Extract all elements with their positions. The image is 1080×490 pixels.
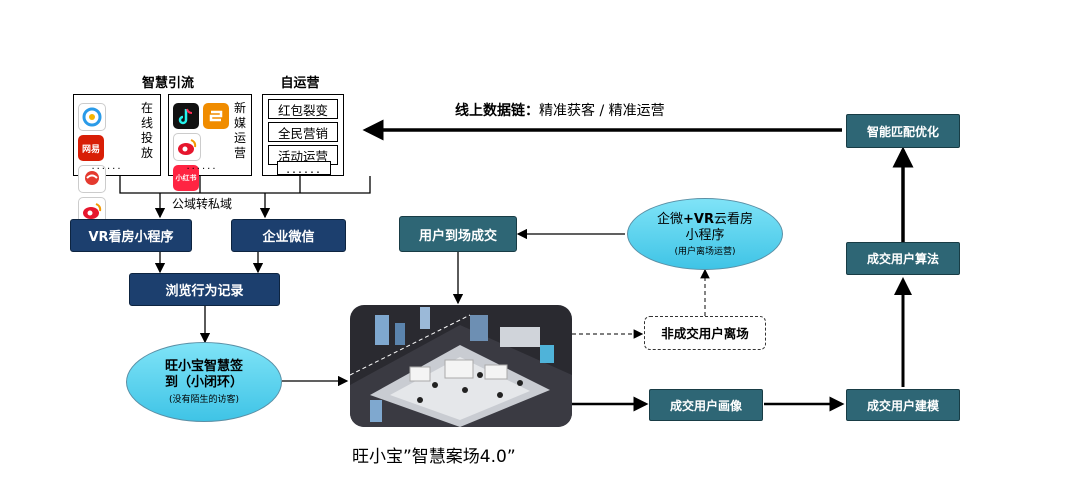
xiaohongshu-icon: 小红书: [173, 165, 199, 191]
public-to-private-label: 公域转私域: [172, 197, 233, 211]
visit-deal-node: 用户到场成交: [399, 216, 517, 252]
smart-match-node: 智能匹配优化: [846, 114, 960, 148]
qq-browser-icon: [78, 103, 106, 131]
new-media-label: 新 媒 运 营: [233, 101, 246, 160]
online-ads-box: 网易 在 线 投 放 ......: [73, 94, 161, 225]
deal-algo-node: 成交用户算法: [846, 242, 960, 275]
self-op-box: 红包裂变 全民营销 活动运营 ......: [262, 94, 344, 176]
smart-signin-node: 旺小宝智慧签到（小闭环） (没有陌生的访客): [126, 342, 282, 422]
wecom-vr-title: 企微+VR云看房小程序: [657, 211, 753, 243]
online-dots: ......: [91, 161, 123, 172]
online-ads-label: 在 线 投 放: [140, 101, 153, 160]
media-app-grid: 小红书: [173, 103, 229, 191]
traffic-header: 智慧引流: [141, 76, 194, 91]
signin-title: 旺小宝智慧签到（小闭环）: [164, 359, 243, 390]
scene-image: [350, 307, 572, 427]
self-op-header: 自运营: [280, 76, 320, 91]
media-dots: ......: [186, 161, 218, 172]
netease-icon: 网易: [78, 135, 104, 161]
sougou-icon: [203, 103, 229, 129]
signin-subtitle: (没有陌生的访客): [168, 395, 240, 405]
ops-item: 红包裂变: [268, 99, 338, 119]
online-chain-title: 线上数据链：: [455, 103, 539, 119]
deal-model-node: 成交用户建模: [846, 389, 960, 421]
smart-scene-illustration: [350, 305, 572, 427]
ops-item: 活动运营: [268, 145, 338, 165]
scene-caption: 旺小宝”智慧案场4.0”: [352, 447, 516, 467]
ops-dots: ......: [277, 161, 331, 176]
douyin-icon: [173, 103, 199, 129]
deal-portrait-node: 成交用户画像: [649, 389, 763, 421]
bracket-line: [119, 176, 371, 194]
browse-record-node: 浏览行为记录: [129, 273, 280, 306]
wecom-vr-subtitle: (用户离场运营): [674, 246, 736, 257]
online-app-grid: 网易: [78, 103, 134, 225]
vr-mini-program-node: VR看房小程序: [70, 219, 192, 252]
non-deal-leave-node: 非成交用户离场: [644, 316, 766, 350]
online-data-chain: 线上数据链：精准获客 / 精准运营: [455, 100, 665, 120]
wecom-node: 企业微信: [231, 219, 346, 252]
online-chain-text: 精准获客 / 精准运营: [539, 103, 665, 119]
sohu-icon: [78, 165, 106, 193]
ops-item: 全民营销: [268, 122, 338, 142]
weibo-media-icon: [173, 133, 201, 161]
new-media-box: 小红书 新 媒 运 营 ......: [168, 94, 252, 191]
wecom-vr-node: 企微+VR云看房小程序 (用户离场运营): [627, 198, 783, 270]
